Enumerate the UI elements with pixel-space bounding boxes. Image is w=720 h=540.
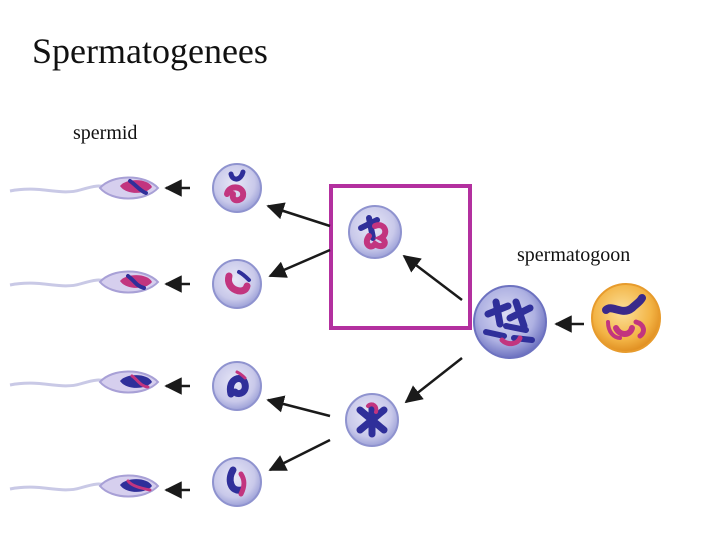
round-cell-icon	[349, 206, 401, 258]
sperm-cell-icon	[10, 272, 158, 293]
round-cell-icon	[213, 362, 261, 410]
sperm-cell-icon	[10, 178, 158, 199]
round-cell-icon	[474, 286, 546, 358]
round-cell-icon	[213, 164, 261, 212]
arrow	[270, 440, 330, 470]
round-cell-icon	[213, 260, 261, 308]
arrow	[406, 358, 462, 402]
arrow	[268, 206, 330, 226]
highlight-box	[331, 186, 470, 328]
arrow	[404, 256, 462, 300]
spermatogonium-cell-icon	[592, 284, 660, 352]
sperm-cell-icon	[10, 372, 158, 393]
sperm-cell-icon	[10, 476, 158, 497]
arrow	[268, 400, 330, 416]
arrow	[270, 250, 330, 276]
round-cell-icon	[346, 394, 398, 446]
round-cell-icon	[213, 458, 261, 506]
